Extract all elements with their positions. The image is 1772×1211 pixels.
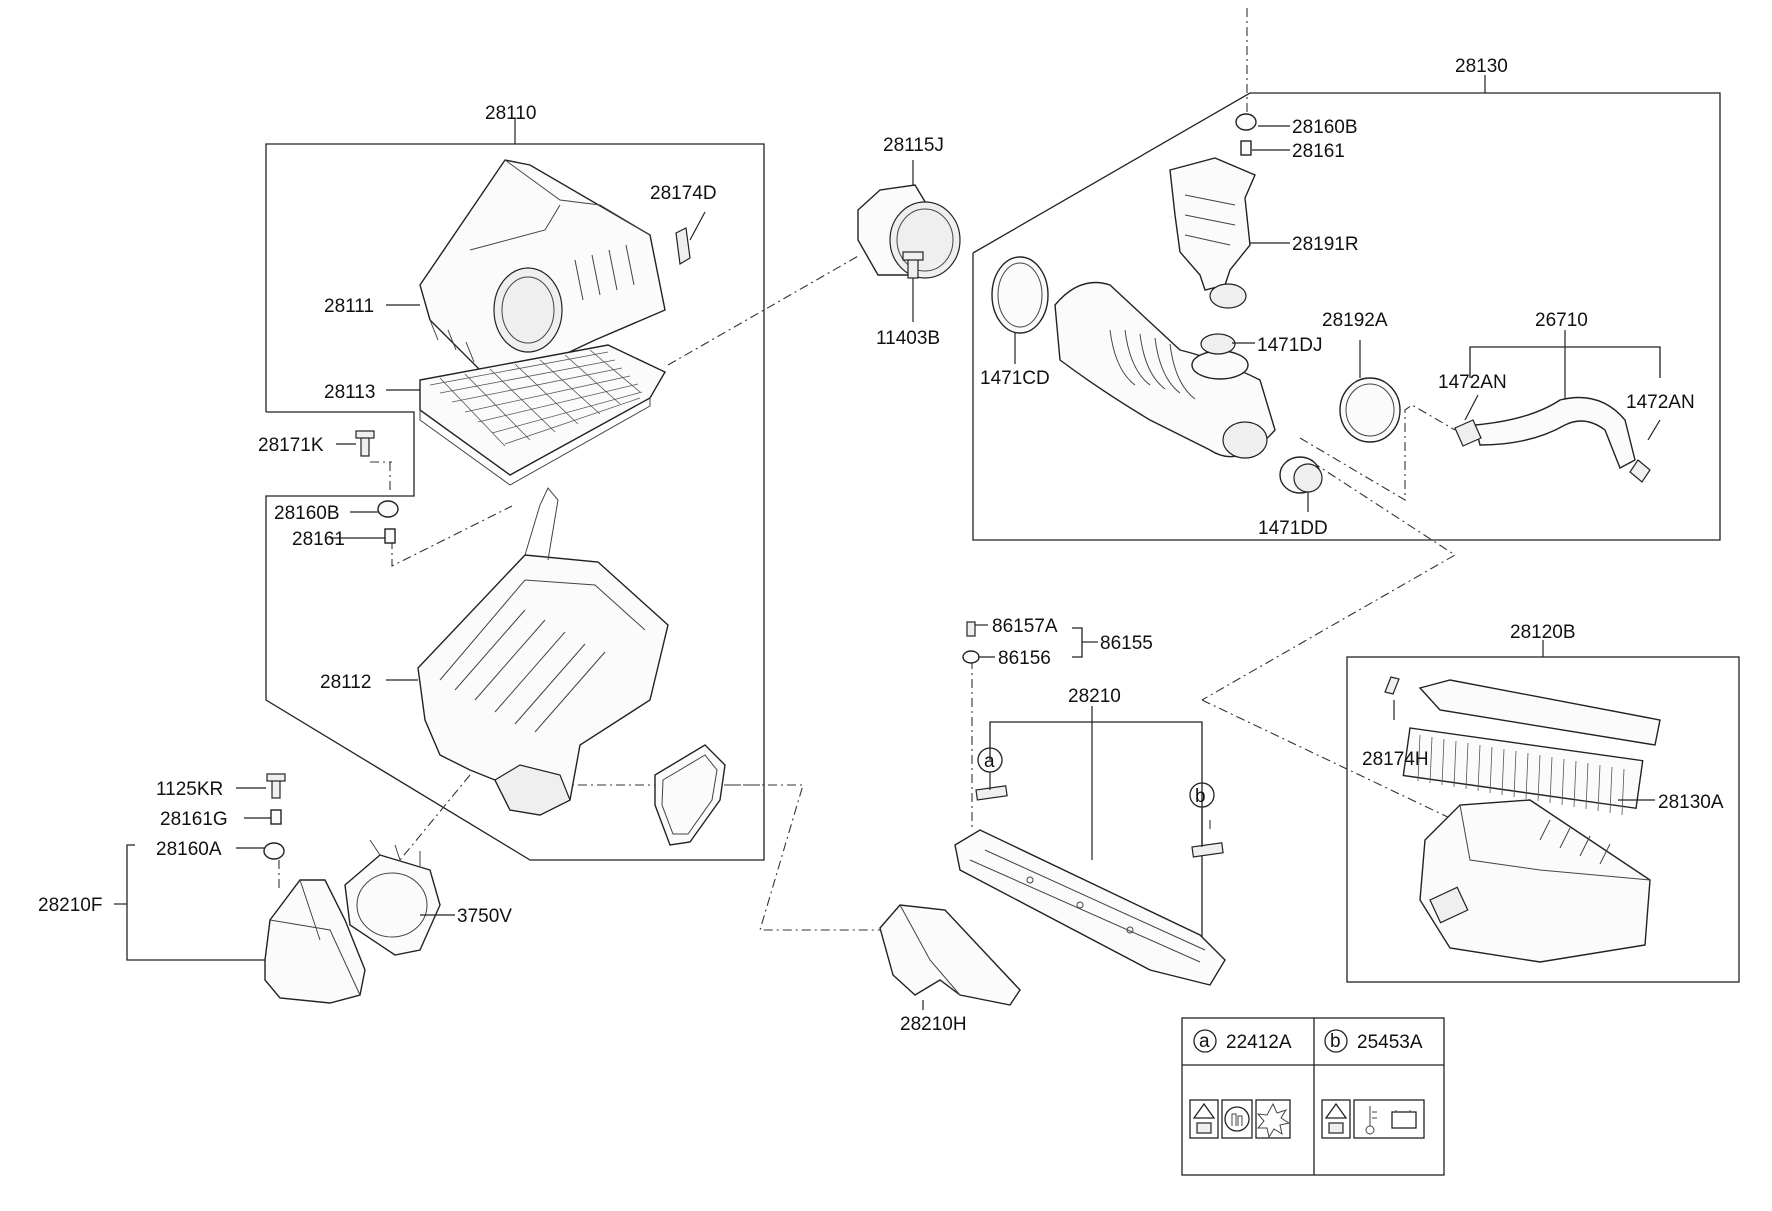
filter-element bbox=[419, 344, 666, 486]
explosion-icon bbox=[1256, 1102, 1291, 1139]
label-3750V: 3750V bbox=[457, 906, 512, 927]
label-28210H: 28210H bbox=[900, 1014, 967, 1035]
label-28113: 28113 bbox=[324, 382, 375, 403]
legend-b-icons bbox=[1321, 1099, 1425, 1139]
air-duct-lower bbox=[879, 904, 1021, 1006]
legend-a-part: 22412A bbox=[1226, 1032, 1292, 1053]
label-1471DD: 1471DD bbox=[1258, 518, 1328, 539]
air-cleaner-cover bbox=[419, 159, 666, 381]
air-guide bbox=[954, 829, 1226, 986]
label-28160B-right: 28160B bbox=[1292, 117, 1358, 138]
battery-icon bbox=[1391, 1111, 1417, 1129]
label-28161-right: 28161 bbox=[1292, 141, 1345, 162]
maf-sensor bbox=[857, 184, 961, 279]
manual-book-icon bbox=[1196, 1122, 1212, 1134]
label-86157A: 86157A bbox=[992, 616, 1058, 637]
assembly-frames bbox=[114, 75, 1740, 983]
label-1472AN-left: 1472AN bbox=[1438, 372, 1507, 393]
thermometer-icon bbox=[1365, 1106, 1377, 1135]
callout-a: a bbox=[975, 747, 1008, 801]
leader-lines bbox=[236, 125, 1661, 1010]
label-28130: 28130 bbox=[1455, 56, 1508, 77]
legend-b-letter: b bbox=[1330, 1031, 1341, 1052]
legend-a-letter: a bbox=[1199, 1031, 1210, 1052]
warning-triangle-icon bbox=[1192, 1102, 1216, 1119]
label-28174D: 28174D bbox=[650, 183, 717, 204]
intake-duct bbox=[344, 839, 441, 956]
label-28110: 28110 bbox=[485, 103, 536, 124]
gasket-ring bbox=[654, 744, 726, 846]
label-28161G: 28161G bbox=[160, 809, 228, 830]
label-86156: 86156 bbox=[998, 648, 1051, 669]
intake-hose bbox=[991, 256, 1401, 494]
label-11403B: 11403B bbox=[876, 328, 940, 349]
label-28210: 28210 bbox=[1068, 686, 1121, 707]
label-28111: 28111 bbox=[324, 296, 374, 317]
label-28192A: 28192A bbox=[1322, 310, 1388, 331]
label-28160A: 28160A bbox=[156, 839, 222, 860]
label-28120B: 28120B bbox=[1510, 622, 1576, 643]
callout-b: b bbox=[1189, 782, 1224, 858]
label-28115J: 28115J bbox=[883, 135, 944, 156]
label-28174H: 28174H bbox=[1362, 749, 1429, 770]
legend-b-part: 25453A bbox=[1357, 1032, 1423, 1053]
label-legend-table: a 22412A b 25453A bbox=[1181, 1017, 1445, 1176]
label-28160B-left: 28160B bbox=[274, 503, 340, 524]
legend-a-icons bbox=[1189, 1099, 1291, 1139]
callout-b-letter: b bbox=[1195, 786, 1206, 807]
label-26710: 26710 bbox=[1535, 310, 1588, 331]
fasteners-left bbox=[263, 227, 691, 860]
part-labels: 28110 28174D 28111 28113 28171K 28160B 2… bbox=[38, 56, 1724, 1035]
label-1472AN-right: 1472AN bbox=[1626, 392, 1695, 413]
manual-book-icon bbox=[1328, 1122, 1344, 1134]
label-1471DJ: 1471DJ bbox=[1257, 335, 1323, 356]
resonator bbox=[264, 879, 366, 1004]
label-1471CD: 1471CD bbox=[980, 368, 1050, 389]
label-86155: 86155 bbox=[1100, 633, 1153, 654]
clips-86155 bbox=[962, 621, 980, 664]
label-28191R: 28191R bbox=[1292, 234, 1359, 255]
hand-caution-icon bbox=[1224, 1106, 1250, 1132]
air-cleaner-body bbox=[417, 487, 669, 816]
resonator-cover bbox=[1169, 113, 1257, 309]
breather-hose bbox=[1454, 396, 1651, 483]
label-28171K: 28171K bbox=[258, 435, 324, 456]
label-28161-left: 28161 bbox=[292, 529, 345, 550]
warning-triangle-icon bbox=[1324, 1102, 1348, 1119]
label-28112: 28112 bbox=[320, 672, 371, 693]
label-28210F: 28210F bbox=[38, 895, 102, 916]
label-1125KR: 1125KR bbox=[156, 779, 223, 800]
label-28130A: 28130A bbox=[1658, 792, 1724, 813]
alternate-air-cleaner bbox=[1384, 676, 1661, 963]
callout-a-letter: a bbox=[984, 751, 995, 772]
connector-lines bbox=[278, 8, 1476, 931]
